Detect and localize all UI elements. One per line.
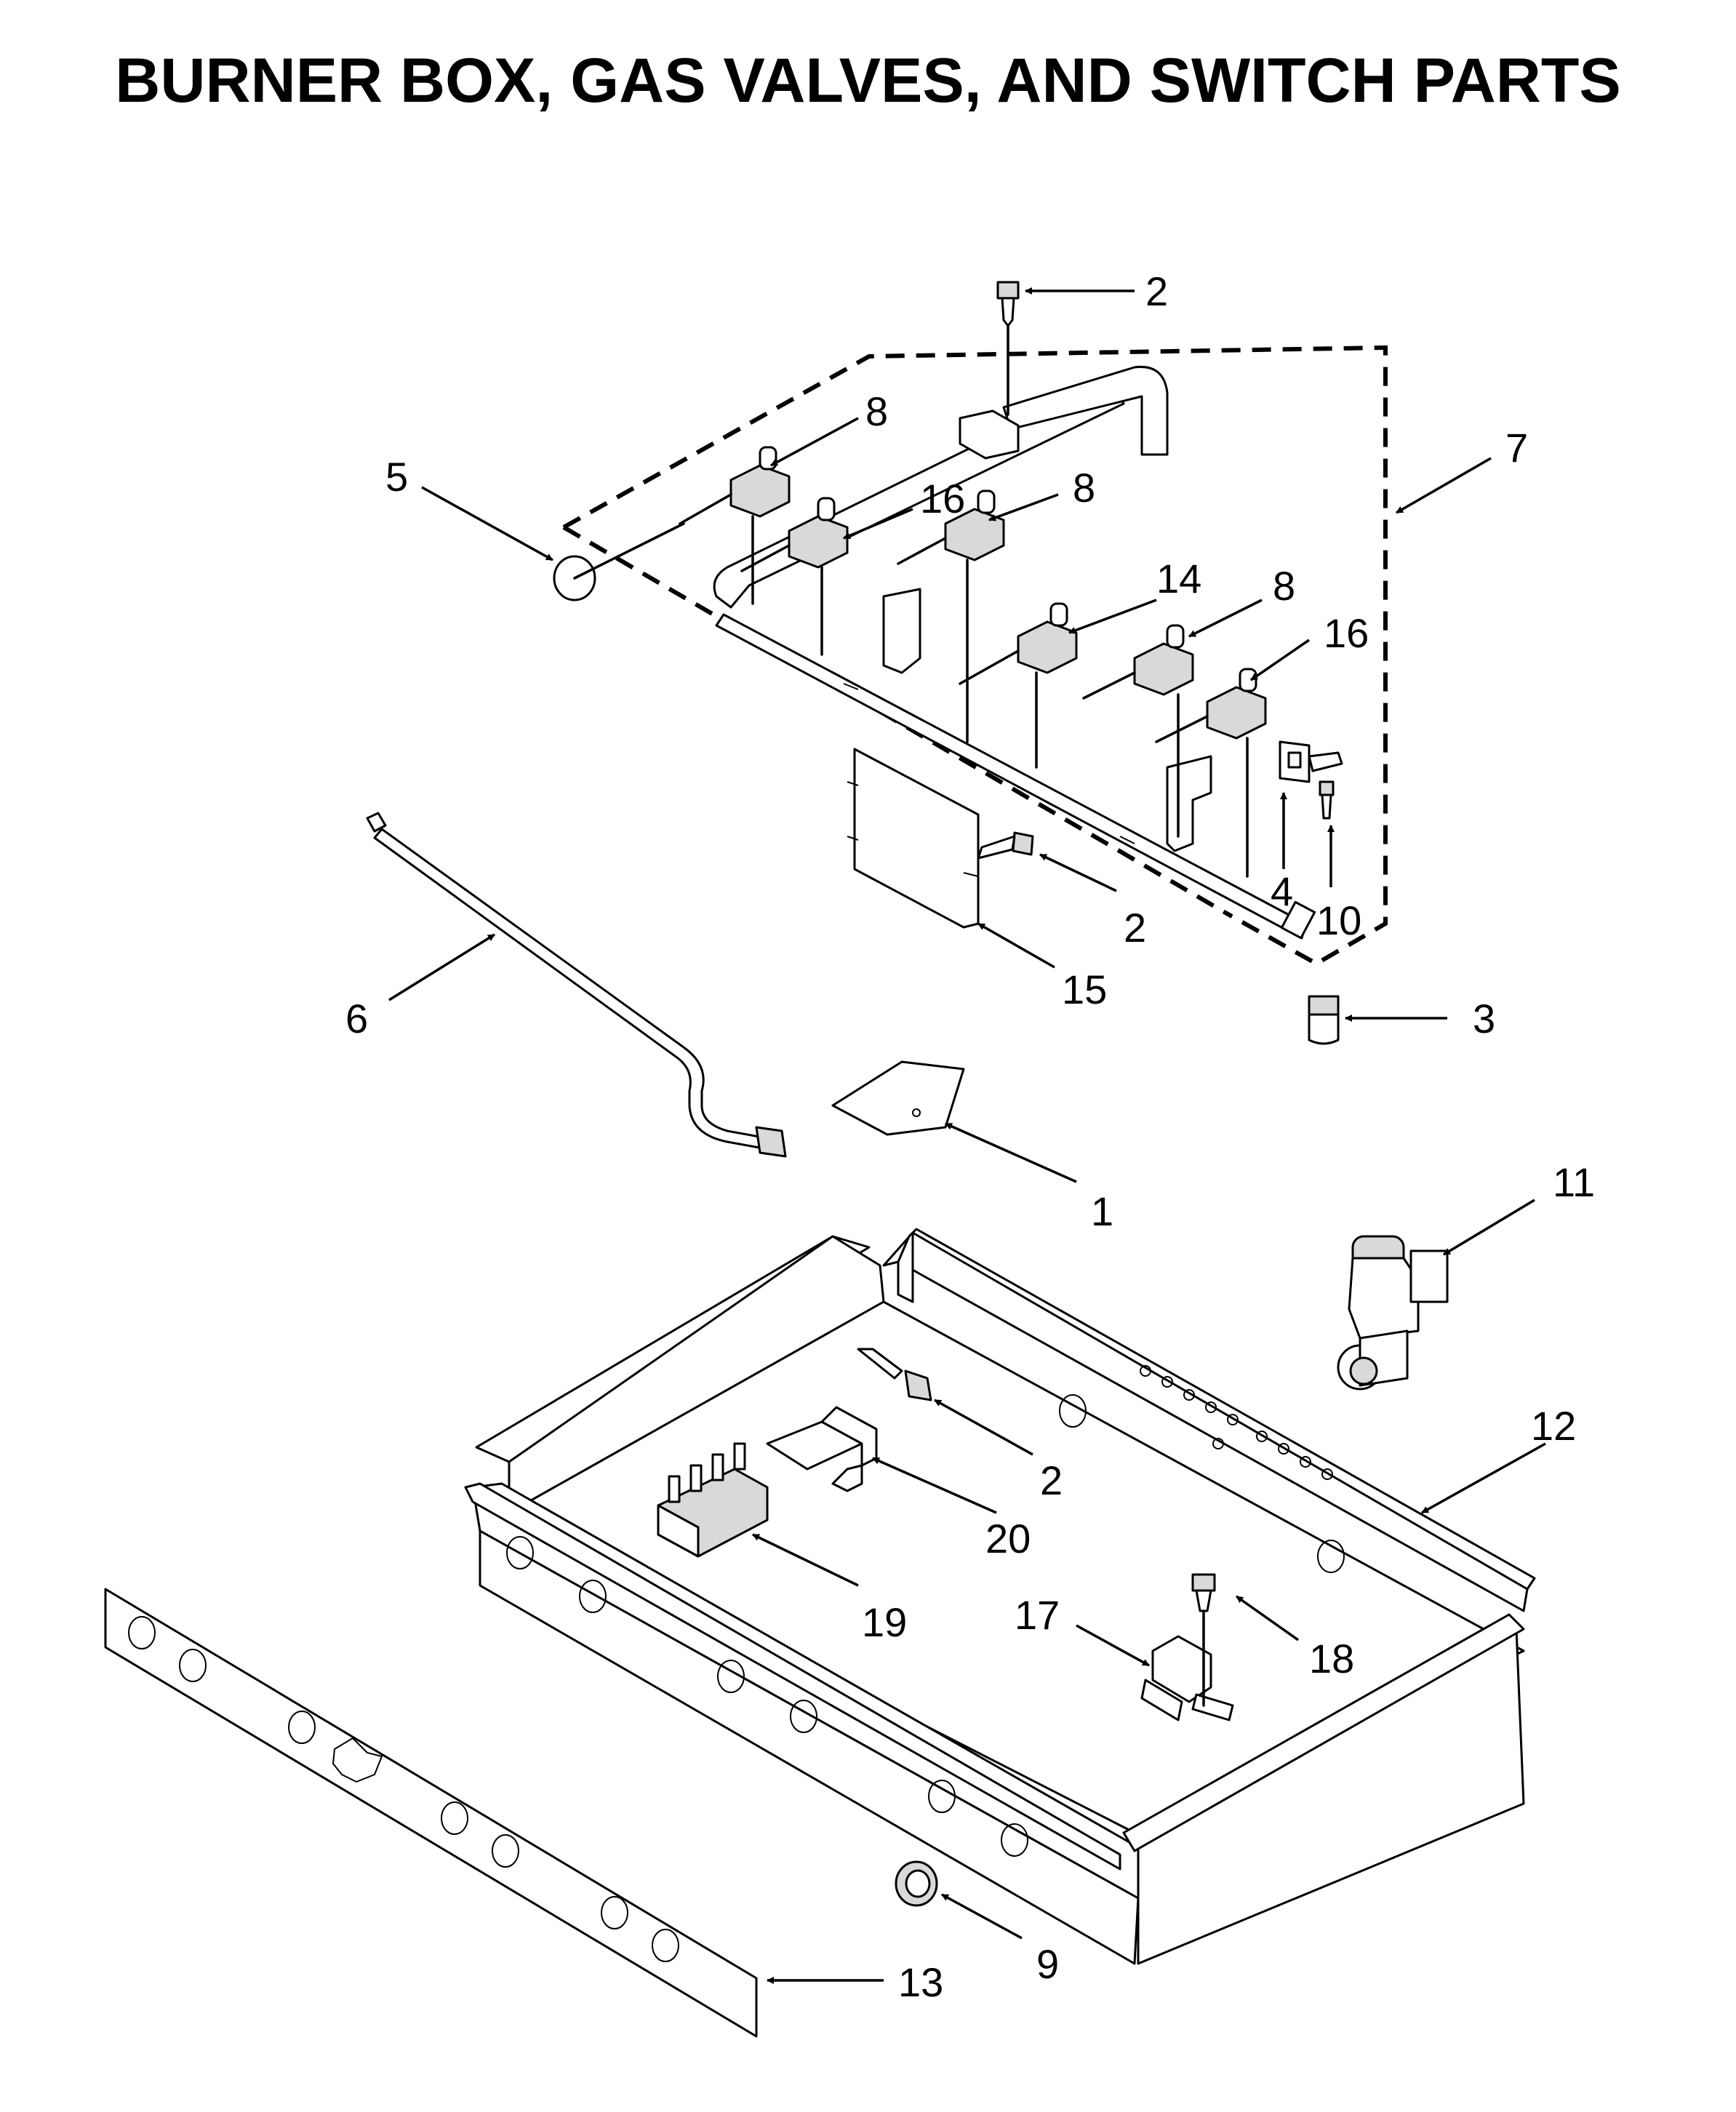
callout-12-burner-box: 12 (1531, 1403, 1576, 1449)
callout-16-valve-b: 16 (920, 476, 965, 521)
callout-8-valve-a: 8 (865, 388, 888, 434)
valve-e (1082, 624, 1194, 838)
callout-7-assembly: 7 (1505, 425, 1528, 471)
screw-top (996, 281, 1020, 416)
valve-d (959, 602, 1078, 769)
callout-11-regulator: 11 (1553, 1159, 1595, 1205)
switch-bracket-20 (766, 1406, 878, 1492)
valve-c (897, 489, 1005, 743)
gas-valves (679, 446, 1267, 878)
cover-plate (847, 748, 980, 929)
valve-a (679, 446, 791, 605)
callout-15-cover-plate: 15 (1062, 967, 1107, 1012)
callout-14-valve-d: 14 (1156, 556, 1201, 601)
supply-tube (366, 812, 787, 1158)
callout-6-supply-tube: 6 (345, 996, 368, 1041)
callout-4-bracket: 4 (1271, 868, 1293, 914)
callout-2-plate-screw: 2 (1124, 905, 1146, 951)
support-bracket (1140, 1573, 1234, 1721)
box-screw (857, 1348, 932, 1401)
callout-10-screw: 10 (1316, 897, 1361, 943)
switch-bracket (1279, 740, 1343, 820)
callout-2-top-screw: 2 (1145, 268, 1168, 314)
control-panel-strip (104, 1588, 758, 2038)
valve-b (740, 497, 849, 656)
callout-20-bracket: 20 (985, 1516, 1031, 1561)
callout-17-support-bracket: 17 (1015, 1592, 1060, 1638)
plate-screw (977, 831, 1034, 860)
burner-box (464, 1228, 1536, 1965)
gasket (831, 1060, 965, 1136)
callout-5-washer: 5 (385, 454, 408, 500)
callout-16-valve-f: 16 (1324, 610, 1369, 656)
callout-13-control-strip: 13 (898, 1959, 943, 2005)
callout-9-grommet: 9 (1036, 1941, 1059, 1987)
washer (553, 522, 685, 601)
callout-8-valve-c: 8 (1073, 465, 1095, 511)
callout-3-fitting: 3 (1473, 996, 1495, 1041)
grommet (895, 1860, 938, 1907)
fitting (1308, 995, 1340, 1045)
leader-arrows (388, 287, 1546, 1984)
valve-f (1155, 668, 1267, 878)
callout-labels: 2 8 5 16 8 7 14 8 16 4 10 2 15 6 3 1 11 … (345, 268, 1595, 2005)
callout-2-box-screw: 2 (1040, 1457, 1063, 1503)
callout-8-valve-e: 8 (1273, 563, 1295, 609)
switch-block (657, 1442, 769, 1558)
pressure-regulator (1337, 1235, 1449, 1391)
callout-18-screw: 18 (1309, 1636, 1354, 1681)
callout-1-gasket: 1 (1091, 1188, 1113, 1234)
callout-19-switch-block: 19 (862, 1599, 907, 1645)
page-title: BURNER BOX, GAS VALVES, AND SWITCH PARTS (115, 46, 1621, 116)
